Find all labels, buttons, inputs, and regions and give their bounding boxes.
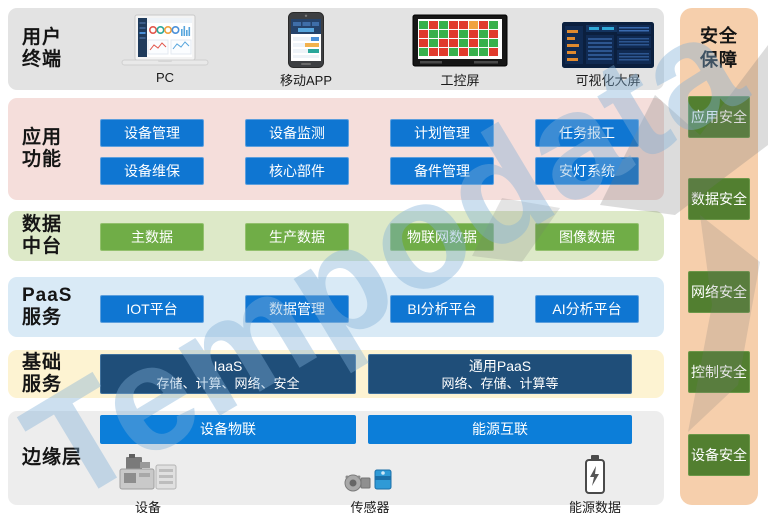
edge-energy-data-label: 能源数据: [568, 500, 621, 513]
andon-system-block: 安灯系统: [535, 157, 639, 185]
layer-terminals: 用户 终端: [8, 8, 664, 90]
security-item-application: 应用安全: [688, 96, 750, 138]
security-item-network: 网络安全: [688, 271, 750, 313]
industrial-control-screen-icon: [412, 12, 508, 68]
sensor-icon: [342, 451, 398, 495]
terminal-dashboard: 可视化大屏: [553, 12, 663, 89]
infrastructure-label: 基础 服务: [22, 352, 63, 395]
layer-edge: 边缘层 设备物联 能源互联 设备: [8, 411, 664, 513]
task-reporting-block: 任务报工: [535, 119, 639, 147]
security-item-data: 数据安全: [688, 178, 750, 220]
iaas-box: IaaS 存储、计算、网络、安全: [100, 354, 356, 394]
terminal-mobile-app-label: 移动APP: [279, 73, 332, 88]
layer-applications: 应用 功能 设备管理 设备监测 计划管理 任务报工 设备维保 核心部件 备件管理…: [8, 98, 664, 200]
security-column: 安全 保障 应用安全 数据安全 网络安全 控制安全 设备安全: [680, 8, 758, 505]
edge-label: 边缘层: [22, 447, 83, 468]
edge-device: 设备: [100, 451, 196, 513]
general-paas-box: 通用PaaS 网络、存储、计算等: [368, 354, 632, 394]
terminal-industrial-screen: 工控屏: [405, 12, 515, 89]
machine-icon: [116, 451, 180, 495]
battery-energy-icon: [581, 451, 609, 495]
iaas-title: IaaS: [213, 358, 243, 374]
security-item-control: 控制安全: [688, 351, 750, 393]
device-iot-bar: 设备物联: [100, 415, 356, 444]
spare-parts-block: 备件管理: [390, 157, 494, 185]
plan-management-block: 计划管理: [390, 119, 494, 147]
mobile-phone-icon: [288, 12, 324, 68]
data-management-block: 数据管理: [245, 295, 349, 323]
security-item-device: 设备安全: [688, 434, 750, 476]
terminal-industrial-screen-label: 工控屏: [440, 73, 480, 88]
bi-analysis-block: BI分析平台: [390, 295, 494, 323]
layer-data-platform: 数据 中台 主数据 生产数据 物联网数据 图像数据: [8, 211, 664, 261]
device-monitoring-block: 设备监测: [245, 119, 349, 147]
terminal-mobile-app: 移动APP: [266, 12, 346, 89]
general-paas-subtitle: 网络、存储、计算等: [441, 376, 559, 391]
core-components-block: 核心部件: [245, 157, 349, 185]
iot-platform-block: IOT平台: [100, 295, 204, 323]
production-data-block: 生产数据: [245, 223, 349, 251]
image-data-block: 图像数据: [535, 223, 639, 251]
applications-label: 应用 功能: [22, 127, 63, 170]
security-title: 安全 保障: [700, 26, 738, 70]
master-data-block: 主数据: [100, 223, 204, 251]
edge-device-label: 设备: [134, 500, 161, 513]
energy-internet-bar: 能源互联: [368, 415, 632, 444]
iaas-subtitle: 存储、计算、网络、安全: [156, 376, 300, 391]
device-management-block: 设备管理: [100, 119, 204, 147]
layer-paas: PaaS 服务 IOT平台 数据管理 BI分析平台 AI分析平台: [8, 277, 664, 337]
terminals-label: 用户 终端: [22, 27, 63, 70]
paas-label: PaaS 服务: [22, 285, 73, 328]
visualization-dashboard-icon: [562, 12, 654, 68]
data-platform-label: 数据 中台: [22, 214, 63, 257]
device-maintenance-block: 设备维保: [100, 157, 204, 185]
edge-energy-data: 能源数据: [547, 451, 643, 513]
terminal-dashboard-label: 可视化大屏: [575, 73, 641, 88]
iot-data-block: 物联网数据: [390, 223, 494, 251]
ai-analysis-block: AI分析平台: [535, 295, 639, 323]
terminal-pc: PC: [105, 12, 225, 85]
edge-sensor-label: 传感器: [350, 500, 390, 513]
pc-laptop-icon: [110, 12, 220, 68]
layer-infrastructure: 基础 服务 IaaS 存储、计算、网络、安全 通用PaaS 网络、存储、计算等: [8, 350, 664, 398]
terminal-pc-label: PC: [155, 70, 175, 85]
edge-sensor: 传感器: [322, 451, 418, 513]
general-paas-title: 通用PaaS: [468, 358, 532, 374]
